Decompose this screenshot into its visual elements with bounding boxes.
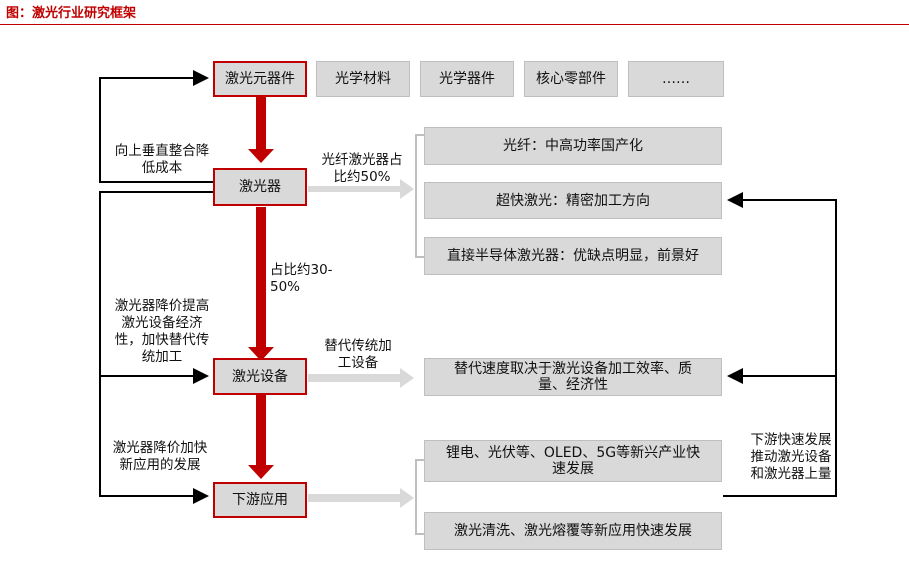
label-fiber-share: 光纤激光器占比约50% xyxy=(321,152,403,185)
red-arrow-laser-to-equipment xyxy=(248,207,274,361)
box-more: …… xyxy=(628,61,724,97)
title-divider xyxy=(0,24,909,25)
box-laser-equipment: 激光设备 xyxy=(213,358,307,395)
box-optical-devices: 光学器件 xyxy=(420,61,514,97)
box-new-industries: 锂电、光伏等、OLED、5G等新兴产业快速发展 xyxy=(424,440,722,482)
box-core-parts: 核心零部件 xyxy=(524,61,618,97)
diagram-title: 图：激光行业研究框架 xyxy=(6,6,137,21)
box-ultrafast-laser: 超快激光：精密加工方向 xyxy=(424,182,722,219)
gray-arrow-laser-to-types xyxy=(308,179,414,199)
box-optical-materials: 光学材料 xyxy=(316,61,410,97)
label-laser-share: 占比约30-50% xyxy=(270,262,333,295)
box-fiber-laser: 光纤：中高功率国产化 xyxy=(424,127,722,165)
box-downstream: 下游应用 xyxy=(213,482,307,518)
bracket-applications xyxy=(415,459,424,535)
red-arrow-equipment-to-downstream xyxy=(248,395,274,479)
loop-downstream-push xyxy=(723,192,837,497)
box-replacement-speed: 替代速度取决于激光设备加工效率、质量、经济性 xyxy=(424,358,722,396)
bracket-laser-types xyxy=(415,134,424,258)
gray-arrow-equipment-to-box xyxy=(308,368,414,388)
label-downstream-push: 下游快速发展推动激光设备和激光器上量 xyxy=(750,432,832,482)
box-laser-components: 激光元器件 xyxy=(213,61,307,97)
box-semiconductor-laser: 直接半导体激光器：优缺点明显，前景好 xyxy=(424,237,722,275)
gray-arrow-downstream-to-apps xyxy=(308,488,414,508)
red-arrow-components-to-laser xyxy=(248,97,274,163)
box-laser: 激光器 xyxy=(213,168,307,206)
label-price-cut-equipment: 激光器降价提高激光设备经济性，加快替代传统加工 xyxy=(114,298,210,365)
label-integration: 向上垂直整合降低成本 xyxy=(114,143,210,176)
label-price-cut-apps: 激光器降价加快新应用的发展 xyxy=(112,440,208,473)
label-replace-traditional: 替代传统加工设备 xyxy=(324,338,392,371)
loop-integration xyxy=(99,70,213,183)
loop-price-cut xyxy=(99,191,213,504)
box-new-applications: 激光清洗、激光熔覆等新应用快速发展 xyxy=(424,512,722,550)
